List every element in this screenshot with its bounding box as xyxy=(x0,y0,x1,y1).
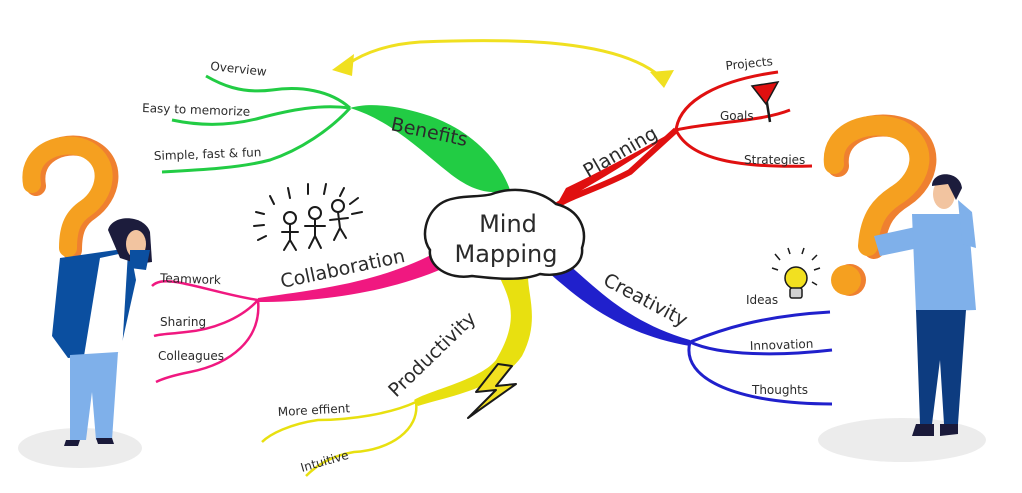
stick-figures-icon xyxy=(253,183,363,251)
leaf-ideas: Ideas xyxy=(746,293,778,307)
branch-benefits[interactable]: Benefits Overview Easy to memorize Simpl… xyxy=(142,59,510,193)
central-topic-line1: Mind xyxy=(479,210,537,238)
leaf-colleagues: Colleagues xyxy=(158,349,224,363)
central-topic-line2: Mapping xyxy=(455,240,558,268)
leaf-easy-to-memorize: Easy to memorize xyxy=(142,101,250,119)
leaf-more-effient: More effient xyxy=(277,401,350,419)
leaf-intuitive: Intuitive xyxy=(299,448,350,475)
woman-figure xyxy=(18,135,152,468)
flag-icon xyxy=(750,81,780,123)
man-figure xyxy=(818,114,986,462)
leaf-goals: Goals xyxy=(720,109,754,123)
curved-arrow-icon xyxy=(332,39,674,88)
leaf-thoughts: Thoughts xyxy=(751,383,808,397)
leaf-simple-fast-fun: Simple, fast & fun xyxy=(154,145,262,163)
leaf-overview: Overview xyxy=(210,59,268,79)
central-topic[interactable]: Mind Mapping xyxy=(423,188,586,281)
branch-collaboration[interactable]: Collaboration Teamwork Sharing Colleague… xyxy=(151,183,444,384)
leaf-strategies: Strategies xyxy=(744,153,805,167)
leaf-projects: Projects xyxy=(725,54,774,73)
branch-label-creativity: Creativity xyxy=(600,269,692,332)
lightbulb-icon xyxy=(771,247,821,299)
leaf-innovation: Innovation xyxy=(750,337,814,353)
branch-creativity[interactable]: Creativity Ideas Innovation Thoughts xyxy=(548,247,833,406)
branch-productivity[interactable]: Productivity More effient Intuitive xyxy=(261,276,532,477)
leaf-teamwork: Teamwork xyxy=(159,271,221,287)
branch-planning[interactable]: Planning Projects Goals Strategies xyxy=(554,54,813,209)
question-mark-icon xyxy=(823,114,937,296)
leaf-sharing: Sharing xyxy=(160,315,206,329)
lightning-icon xyxy=(467,363,517,419)
